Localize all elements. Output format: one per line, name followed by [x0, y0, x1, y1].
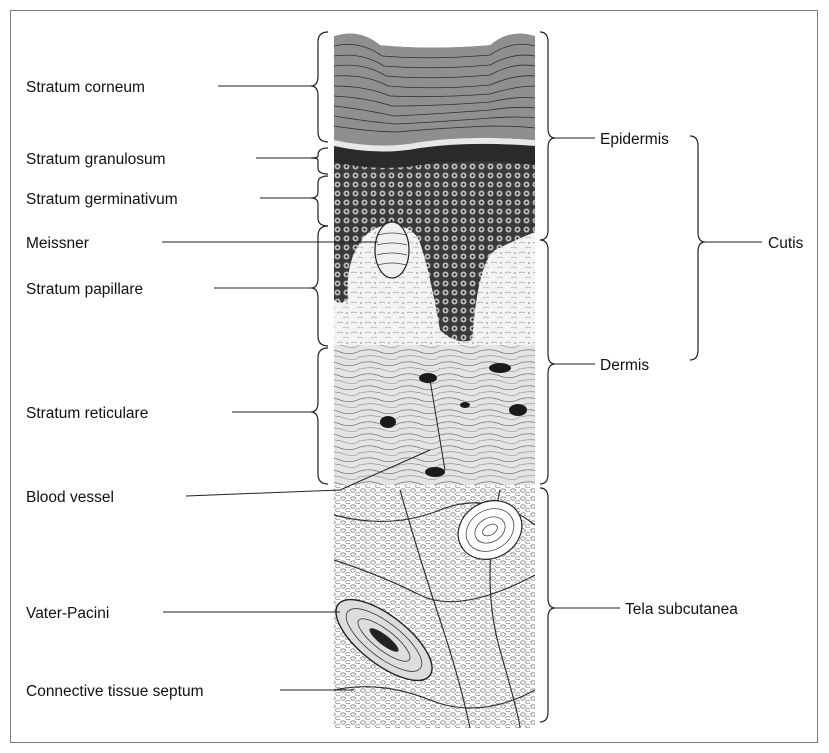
label-stratum-papillare: Stratum papillare: [26, 281, 143, 298]
label-dermis: Dermis: [600, 357, 649, 374]
tissue-column: [324, 33, 535, 728]
label-connective-tissue-septum: Connective tissue septum: [26, 683, 203, 700]
label-stratum-granulosum: Stratum granulosum: [26, 151, 166, 168]
label-vater-pacini: Vater-Pacini: [26, 605, 109, 622]
left-braces: [311, 32, 328, 484]
label-stratum-corneum: Stratum corneum: [26, 79, 145, 96]
label-blood-vessel: Blood vessel: [26, 489, 114, 506]
label-tela-subcutanea: Tela subcutanea: [625, 601, 738, 618]
label-stratum-germinativum: Stratum germinativum: [26, 191, 178, 208]
label-epidermis: Epidermis: [600, 131, 669, 148]
label-meissner: Meissner: [26, 235, 89, 252]
label-stratum-reticulare: Stratum reticulare: [26, 405, 148, 422]
label-cutis: Cutis: [768, 235, 804, 252]
meissner-corpuscle: [375, 222, 409, 278]
